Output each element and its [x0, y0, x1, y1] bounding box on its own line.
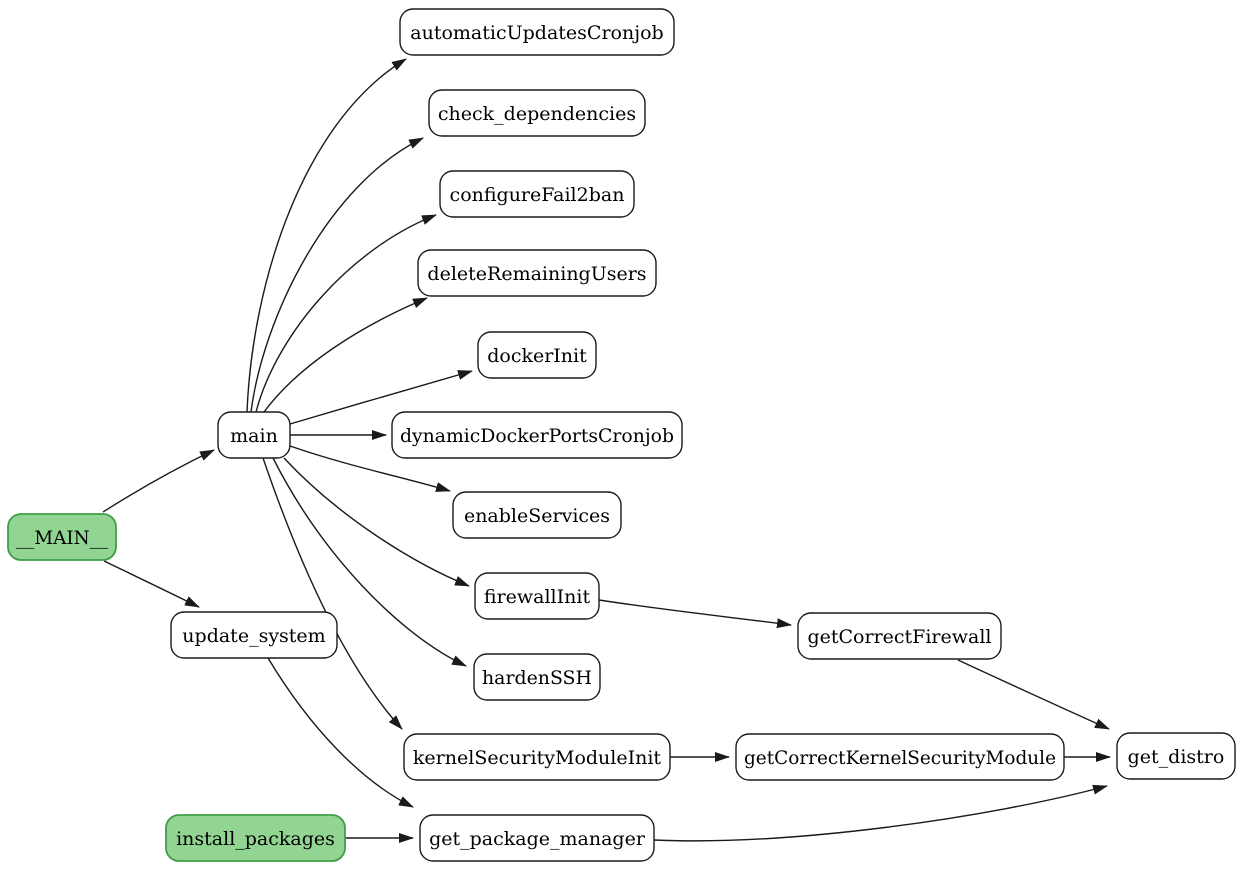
node-box-update_system — [170, 611, 338, 659]
node-check_dependencies: check_dependencies — [428, 89, 646, 137]
node-box-check_dependencies — [428, 89, 646, 137]
node-box-firewallInit — [474, 572, 600, 620]
node-dockerInit: dockerInit — [477, 331, 597, 379]
node-label-deleteRemainingUsers: deleteRemainingUsers — [427, 263, 646, 285]
node-label-get_package_manager: get_package_manager — [429, 828, 646, 850]
node-label-configureFail2ban: configureFail2ban — [450, 184, 625, 206]
edge-update_system-to-get_package_manager — [267, 657, 414, 808]
node-enableServices: enableServices — [452, 491, 622, 539]
node-box-kernelSecurityModuleInit — [403, 733, 671, 781]
edge-get_package_manager-to-get_distro — [653, 784, 1108, 842]
node-box-configureFail2ban — [439, 170, 635, 218]
node-label-install_packages: install_packages — [176, 828, 335, 850]
node-box-getCorrectKernelSecurityModule — [735, 733, 1065, 781]
node-dynamicDockerPortsCronjob: dynamicDockerPortsCronjob — [391, 411, 683, 459]
edge-getCorrectFirewall-to-get_distro — [957, 659, 1110, 730]
edge-main-to-automaticUpdatesCronjob — [246, 58, 407, 413]
node-box-dynamicDockerPortsCronjob — [391, 411, 683, 459]
node-get_distro: get_distro — [1116, 732, 1236, 780]
node-label-update_system: update_system — [182, 625, 325, 647]
node-configureFail2ban: configureFail2ban — [439, 170, 635, 218]
node-label-automaticUpdatesCronjob: automaticUpdatesCronjob — [410, 22, 663, 44]
edge-main-to-kernelSecurityModuleInit — [262, 457, 403, 730]
node-box-hardenSSH — [473, 653, 601, 701]
node-__MAIN__: __MAIN__ — [7, 513, 117, 561]
node-box-get_distro — [1116, 732, 1236, 780]
node-box-automaticUpdatesCronjob — [399, 8, 675, 56]
edges-layer — [102, 58, 1111, 843]
nodes-layer: __MAIN__ main update_system install_package… — [7, 8, 1236, 862]
node-label-dockerInit: dockerInit — [487, 345, 587, 367]
node-label-hardenSSH: hardenSSH — [482, 667, 592, 689]
node-get_package_manager: get_package_manager — [419, 814, 655, 862]
edge-firewallInit-to-getCorrectFirewall — [598, 599, 792, 629]
node-main: main — [217, 411, 291, 459]
node-automaticUpdatesCronjob: automaticUpdatesCronjob — [399, 8, 675, 56]
node-box-enableServices — [452, 491, 622, 539]
node-label-dynamicDockerPortsCronjob: dynamicDockerPortsCronjob — [400, 425, 674, 447]
edge-main-to-hardenSSH — [272, 457, 467, 667]
node-label-getCorrectKernelSecurityModule: getCorrectKernelSecurityModule — [744, 747, 1056, 769]
node-getCorrectFirewall: getCorrectFirewall — [797, 612, 1002, 660]
node-firewallInit: firewallInit — [474, 572, 600, 620]
node-box-dockerInit — [477, 331, 597, 379]
node-label-__MAIN__: __MAIN__ — [16, 527, 108, 549]
edge-main-to-dockerInit — [289, 370, 473, 425]
node-label-get_distro: get_distro — [1128, 746, 1225, 768]
node-box-deleteRemainingUsers — [417, 249, 657, 297]
node-getCorrectKernelSecurityModule: getCorrectKernelSecurityModule — [735, 733, 1065, 781]
edge-main-to-deleteRemainingUsers — [263, 297, 428, 413]
node-box-install_packages — [165, 814, 346, 862]
node-label-kernelSecurityModuleInit: kernelSecurityModuleInit — [413, 747, 661, 769]
node-box-get_package_manager — [419, 814, 655, 862]
node-label-enableServices: enableServices — [464, 505, 610, 527]
node-label-getCorrectFirewall: getCorrectFirewall — [807, 626, 991, 648]
node-kernelSecurityModuleInit: kernelSecurityModuleInit — [403, 733, 671, 781]
node-label-check_dependencies: check_dependencies — [438, 103, 636, 125]
node-label-main: main — [230, 425, 278, 447]
node-label-firewallInit: firewallInit — [484, 586, 591, 608]
edge-main-to-check_dependencies — [250, 137, 424, 413]
node-install_packages: install_packages — [165, 814, 346, 862]
node-box-__MAIN__ — [7, 513, 117, 561]
edge-main-to-enableServices — [289, 445, 451, 492]
node-box-getCorrectFirewall — [797, 612, 1002, 660]
node-box-main — [217, 411, 291, 459]
node-deleteRemainingUsers: deleteRemainingUsers — [417, 249, 657, 297]
edge-__MAIN__-to-update_system — [103, 560, 200, 608]
edge-main-to-configureFail2ban — [255, 214, 437, 413]
node-update_system: update_system — [170, 611, 338, 659]
edge-main-to-firewallInit — [283, 457, 470, 587]
node-hardenSSH: hardenSSH — [473, 653, 601, 701]
edge-__MAIN__-to-main — [102, 449, 215, 513]
